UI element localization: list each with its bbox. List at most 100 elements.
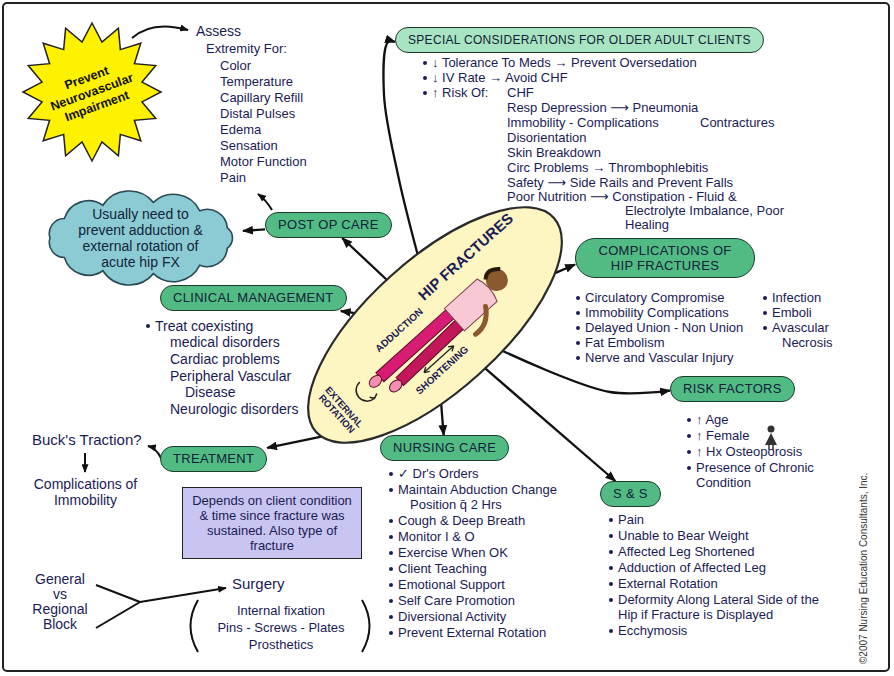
node-text: NURSING CARE bbox=[393, 440, 496, 456]
node-text: S & S bbox=[613, 486, 648, 502]
list-text: ✓ Dr's Orders bbox=[398, 466, 479, 481]
list-text: Contractures bbox=[700, 115, 774, 130]
list-text: Neurologic disorders bbox=[170, 401, 298, 417]
node-text: Usually need to prevent adduction & exte… bbox=[71, 206, 211, 270]
paren-right bbox=[362, 600, 370, 652]
list-text: ↑ Age bbox=[696, 412, 729, 427]
list-text: Emotional Support bbox=[398, 577, 505, 592]
list-text: Internal fixation bbox=[200, 603, 362, 618]
list-text: Distal Pulses bbox=[220, 106, 295, 121]
traction-arrow bbox=[148, 446, 161, 458]
list-text: Maintain Abduction Change Position q̄ 2 … bbox=[398, 482, 578, 512]
list-text: Nerve and Vascular Injury bbox=[585, 350, 734, 365]
list-text: Delayed Union - Non Union bbox=[585, 320, 743, 335]
paren-left bbox=[191, 600, 199, 652]
cloud-callout: Usually need to prevent adduction & exte… bbox=[38, 192, 243, 284]
note-box: Depends on client condition & time since… bbox=[182, 487, 362, 559]
list-text: Self Care Promotion bbox=[398, 593, 515, 608]
heading-band: SPECIAL CONSIDERATIONS FOR OLDER ADULT C… bbox=[395, 27, 764, 53]
list-text: ↓ Tolerance To Meds → Prevent Oversedati… bbox=[432, 55, 697, 70]
connector-arrow bbox=[341, 311, 355, 313]
post-op-arrow bbox=[258, 194, 272, 210]
node-text: SPECIAL CONSIDERATIONS FOR OLDER ADULT C… bbox=[408, 32, 751, 48]
list-text: Resp Depression ⟶ Pneumonia bbox=[507, 100, 698, 115]
list-text: Disorientation bbox=[507, 130, 587, 145]
starburst: Prevent Neurovascular Impairment bbox=[22, 22, 162, 162]
connector-arrow bbox=[243, 229, 265, 231]
list-text: ↑ Female bbox=[696, 428, 749, 443]
list-text: Exercise When OK bbox=[398, 545, 508, 560]
list-text: Diversional Activity bbox=[398, 609, 506, 624]
surgery-arrow bbox=[140, 588, 226, 602]
assess-arrow bbox=[132, 26, 188, 38]
list-text: Presence of Chronic Condition bbox=[696, 460, 818, 490]
list-text: Deformity Along Lateral Side of the Hip … bbox=[618, 592, 833, 622]
list-text: General vs Regional Block bbox=[28, 572, 92, 632]
node-text: POST OP CARE bbox=[278, 217, 379, 233]
list-text: Cardiac problems bbox=[170, 351, 280, 367]
list-text: Buck's Traction? bbox=[32, 432, 142, 447]
list-text: Complications of Immobility bbox=[28, 476, 143, 508]
list-text: Circulatory Compromise bbox=[585, 290, 724, 305]
list-text: Circ Problems → Thrombophlebitis bbox=[507, 160, 708, 175]
heading-band: TREATMENT bbox=[160, 446, 267, 472]
list-text: Monitor I & O bbox=[398, 529, 475, 544]
bracket bbox=[96, 585, 140, 628]
heading-band: CLINICAL MANAGEMENT bbox=[160, 285, 347, 311]
list-text: Sensation bbox=[220, 138, 278, 153]
list-text: Pain bbox=[618, 512, 644, 527]
node-text: Depends on client condition & time since… bbox=[191, 493, 353, 553]
heading-band: COMPLICATIONS OF HIP FRACTURES bbox=[575, 238, 755, 278]
list-text: Edema bbox=[220, 122, 261, 137]
list-text: ↑ Risk Of: bbox=[432, 85, 488, 100]
list-text: Peripheral Vascular Disease bbox=[170, 368, 310, 400]
list-text: Surgery bbox=[232, 576, 285, 591]
heading-band: RISK FACTORS bbox=[670, 376, 795, 402]
list-text: Unable to Bear Weight bbox=[618, 528, 749, 543]
node-text: TREATMENT bbox=[173, 451, 254, 467]
list-text: Motor Function bbox=[220, 154, 307, 169]
list-text: Skin Breakdown bbox=[507, 145, 601, 160]
list-text: Emboli bbox=[772, 305, 812, 320]
copyright-note: ©2007 Nursing Education Consultants, Inc… bbox=[858, 473, 870, 664]
list-text: Avascular Necrosis bbox=[772, 320, 854, 350]
list-text: Infection bbox=[772, 290, 821, 305]
connector-arrow bbox=[441, 404, 443, 435]
list-text: Client Teaching bbox=[398, 561, 487, 576]
list-text: CHF bbox=[507, 85, 534, 100]
list-text: Cough & Deep Breath bbox=[398, 513, 525, 528]
list-text: External Rotation bbox=[618, 576, 718, 591]
list-text: Temperature bbox=[220, 74, 293, 89]
list-text: Extremity For: bbox=[206, 41, 287, 56]
frame bbox=[3, 3, 889, 671]
list-text: Safety ⟶ Side Rails and Prevent Falls bbox=[507, 175, 733, 190]
list-text: Prevent External Rotation bbox=[398, 625, 546, 640]
list-text: Color bbox=[220, 58, 251, 73]
list-text: Poor Nutrition ⟶ Constipation - Fluid & … bbox=[507, 190, 792, 232]
list-text: Assess bbox=[196, 24, 241, 39]
list-text: Ecchymosis bbox=[618, 623, 687, 638]
list-text: Pain bbox=[220, 170, 246, 185]
list-text: Fat Embolism bbox=[585, 335, 664, 350]
list-text: ↑ Hx Osteoporosis bbox=[696, 444, 802, 459]
connector-arrow bbox=[485, 368, 615, 481]
down-arrow bbox=[84, 453, 86, 472]
node-text: CLINICAL MANAGEMENT bbox=[173, 290, 334, 306]
list-text: Prosthetics bbox=[200, 637, 362, 652]
list-text: Capillary Refill bbox=[220, 90, 303, 105]
list-text: Immobility - Complications bbox=[507, 115, 659, 130]
list-text: Adduction of Affected Leg bbox=[618, 560, 766, 575]
list-text: Pins - Screws - Plates bbox=[200, 620, 362, 635]
heading-band: S & S bbox=[600, 481, 661, 507]
connector-arrow bbox=[342, 238, 387, 280]
list-text: Affected Leg Shortened bbox=[618, 544, 754, 559]
node-text: COMPLICATIONS OF HIP FRACTURES bbox=[588, 243, 742, 273]
heading-band: POST OP CARE bbox=[265, 212, 392, 238]
list-text: ↓ IV Rate → Avoid CHF bbox=[432, 70, 568, 85]
list-text: Treat coexisting medical disorders bbox=[155, 318, 295, 350]
connector-arrow bbox=[267, 437, 321, 448]
node-text: RISK FACTORS bbox=[683, 381, 782, 397]
list-text: Immobility Complications bbox=[585, 305, 729, 320]
